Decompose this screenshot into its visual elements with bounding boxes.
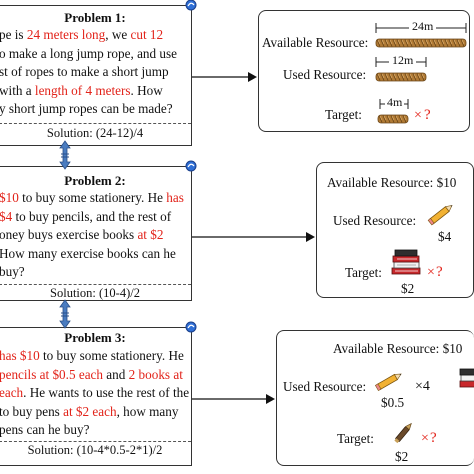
measure-label: 12m: [389, 53, 417, 68]
resource-box-2: Available Resource: $10 Used Resource: $…: [316, 162, 474, 298]
resource-box-3: Available Resource: $10 Used Resource: ×…: [276, 330, 474, 466]
problem-line: o make a long jump rope, and use: [0, 45, 177, 63]
text-span: buy?: [0, 264, 25, 279]
problem-card-3: Problem 3: has $10 to buy some stationer…: [0, 321, 197, 466]
problem-line: y short jump ropes can be made?: [0, 100, 173, 118]
problem-line: oney buys exercise books at $2: [0, 226, 163, 244]
price-label: $0.5: [381, 395, 405, 410]
highlighted-phrase: $10: [0, 190, 19, 205]
measure-label: 4m: [385, 95, 405, 110]
text-span: . He wants to use the rest of the: [23, 385, 190, 400]
rope-icon: [377, 114, 409, 124]
problem-card-1: Problem 1: pe is 24 meters long, we cut …: [0, 0, 197, 146]
times-sign: ×: [421, 431, 429, 446]
multiplier-label: ×4: [415, 379, 430, 394]
scroll-corner-icon: [185, 0, 197, 11]
text-span: to buy some stationery. He: [18, 190, 167, 205]
question-mark: ?: [430, 430, 437, 446]
highlighted-phrase: at $2: [137, 227, 164, 242]
text-span: oney buys exercise books: [0, 227, 138, 242]
scroll-corner-icon: [185, 160, 197, 172]
problem-title: Problem 2:: [64, 173, 126, 188]
double-arrow-icon: [59, 299, 71, 329]
measure-label: 24m: [409, 19, 437, 34]
text-span: to buy pencils, and the rest of: [12, 208, 172, 224]
problem-line: pens can he buy?: [0, 421, 89, 439]
problem-line: with a length of 4 meters. How: [0, 82, 163, 100]
problem-line: $4 to buy pencils, and the rest of: [0, 208, 171, 226]
text-span: and: [103, 366, 129, 382]
rope-icon: [375, 72, 427, 82]
problem-line: pencils at $0.5 each and 2 books at: [0, 366, 183, 384]
resource-box-1: Available Resource: 24m Used Resource: 1…: [258, 10, 470, 132]
times-sign: ×: [414, 108, 422, 123]
text-span: st of ropes to make a short jump: [0, 64, 169, 79]
text-span: , how many: [116, 403, 179, 419]
highlighted-phrase: 24 meters long: [26, 27, 106, 42]
question-mark: ?: [424, 107, 431, 123]
price-label: $2: [401, 281, 415, 296]
available-resource-label: Available Resource:: [262, 35, 369, 50]
divider: [0, 441, 191, 442]
text-span: to buy pens: [0, 403, 64, 419]
divider: [0, 123, 191, 124]
text-span: with a: [0, 82, 35, 98]
target-label: Target:: [345, 265, 382, 280]
problem-line: st of ropes to make a short jump: [0, 63, 169, 81]
text-span: How many exercise books can he: [0, 245, 176, 261]
problem-line: $10 to buy some stationery. He has: [0, 189, 184, 207]
highlighted-phrase: length of 4 meters: [34, 82, 131, 98]
highlighted-phrase: has $10: [0, 348, 40, 363]
problem-title: Problem 1:: [64, 10, 126, 25]
rope-icon: [375, 38, 467, 48]
solution-text: Solution: (24-12)/4: [46, 126, 144, 140]
highlighted-phrase: 2 books at: [128, 366, 183, 382]
problem-line: to buy pens at $2 each, how many: [0, 403, 178, 421]
book-stack-icon: [391, 249, 421, 275]
text-span: pens can he buy?: [0, 422, 90, 437]
highlighted-phrase: at $2 each: [63, 403, 117, 419]
arrow-icon: [192, 394, 275, 404]
highlighted-phrase: has: [166, 190, 184, 205]
highlighted-phrase: each: [0, 385, 24, 400]
book-stack-icon: [459, 368, 474, 388]
text-span: to buy some stationery. He: [39, 348, 184, 363]
times-sign: ×: [427, 265, 435, 280]
highlighted-phrase: pencils at $0.5 each: [0, 366, 103, 382]
problem-title: Problem 3:: [64, 330, 126, 345]
problem-line: buy?: [0, 263, 25, 281]
text-span: y short jump ropes can be made?: [0, 101, 173, 116]
text-span: . How: [130, 82, 163, 98]
text-span: o make a long jump rope, and use: [0, 45, 177, 61]
pencil-icon: [427, 204, 453, 226]
text-span: pe is: [0, 27, 27, 42]
problem-line: has $10 to buy some stationery. He: [0, 347, 184, 365]
double-arrow-icon: [59, 140, 71, 170]
highlighted-phrase: $4: [0, 208, 13, 224]
scroll-corner-icon: [185, 321, 197, 333]
problem-line: each. He wants to use the rest of the: [0, 384, 189, 402]
problem-line: pe is 24 meters long, we cut 12: [0, 26, 163, 44]
solution-text: Solution: (10-4*0.5-2*1)/2: [27, 443, 163, 457]
target-label: Target:: [337, 431, 374, 446]
divider: [0, 284, 191, 285]
question-mark: ?: [436, 264, 443, 280]
problem-card-2: Problem 2: $10 to buy some stationery. H…: [0, 160, 197, 301]
available-resource-label: Available Resource: $10: [327, 175, 457, 190]
price-label: $2: [395, 449, 409, 464]
pen-icon: [394, 422, 412, 444]
price-label: $4: [438, 229, 452, 244]
available-resource-label: Available Resource: $10: [333, 341, 463, 356]
solution-text: Solution: (10-4)/2: [50, 286, 140, 300]
highlighted-phrase: cut 12: [130, 27, 164, 42]
arrow-icon: [192, 232, 315, 242]
used-resource-label: Used Resource:: [333, 213, 417, 228]
used-resource-label: Used Resource:: [283, 67, 367, 82]
arrow-icon: [192, 72, 257, 82]
pencil-icon: [374, 373, 402, 392]
problem-line: How many exercise books can he: [0, 245, 176, 263]
text-span: , we: [105, 27, 131, 42]
target-label: Target:: [325, 107, 362, 122]
used-resource-label: Used Resource:: [283, 379, 367, 394]
